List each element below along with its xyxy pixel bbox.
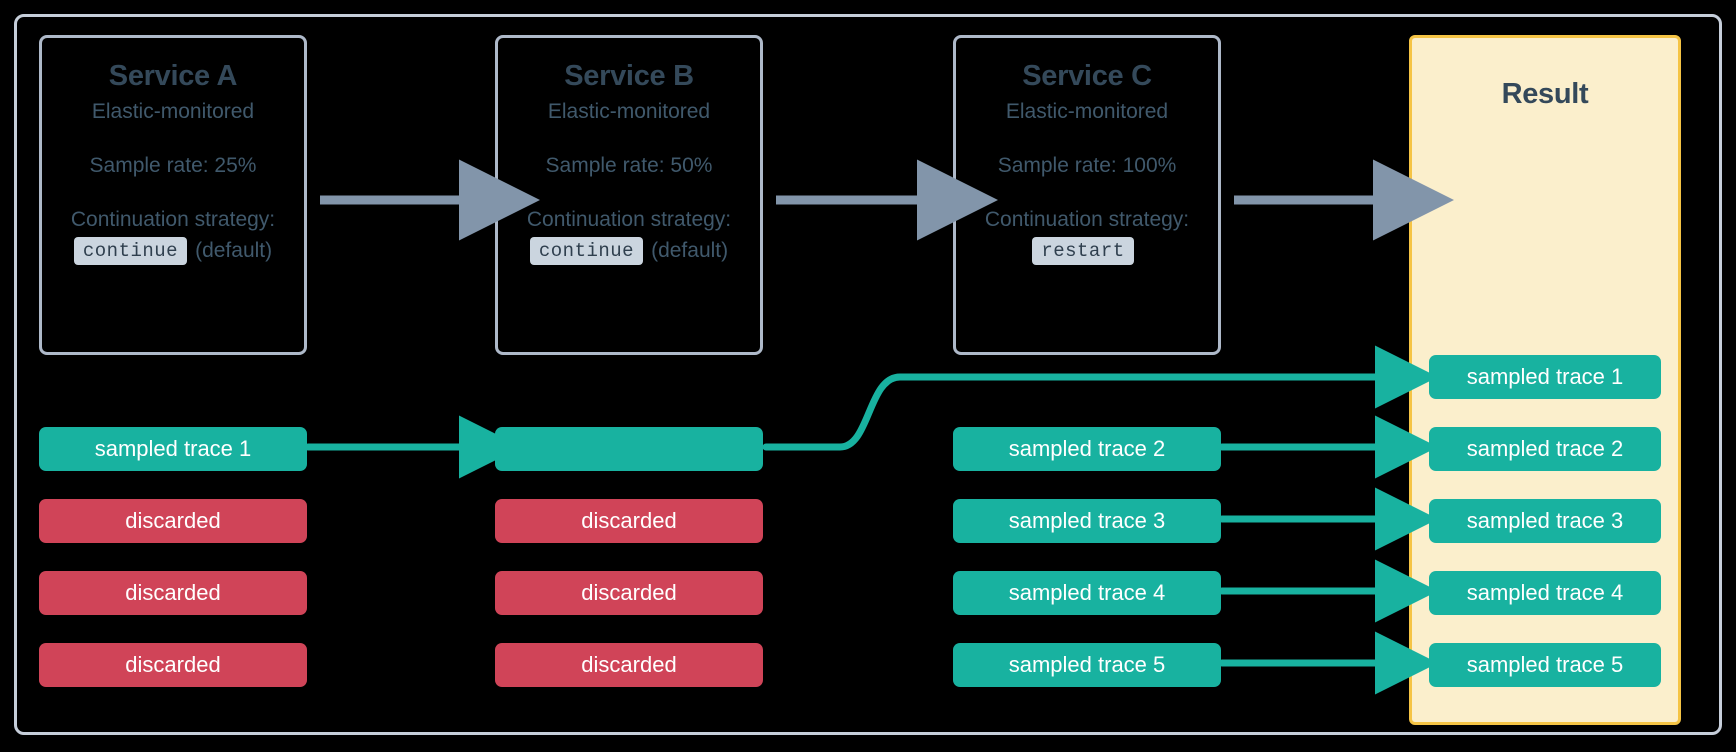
- result-chip-4[interactable]: sampled trace 4: [1429, 571, 1661, 615]
- service-a-monitored: Elastic-monitored: [91, 100, 255, 124]
- service-b-title: Service B: [564, 60, 694, 92]
- trace-chip-c-3[interactable]: sampled trace 3: [953, 499, 1221, 543]
- service-b-strategy-row: continue (default): [498, 237, 760, 266]
- trace-chip-a-1[interactable]: sampled trace 1: [39, 427, 307, 471]
- service-c-monitored: Elastic-monitored: [1005, 100, 1169, 124]
- trace-chip-b-2[interactable]: discarded: [495, 499, 763, 543]
- trace-chip-c-5[interactable]: sampled trace 5: [953, 643, 1221, 687]
- service-c-title: Service C: [1022, 60, 1152, 92]
- service-c-strategy-label: Continuation strategy:: [984, 207, 1190, 231]
- service-card-a: Service A Elastic-monitored Sample rate:…: [39, 35, 307, 355]
- service-a-sample-rate: Sample rate: 25%: [89, 153, 257, 177]
- service-b-strategy-note: (default): [651, 239, 729, 263]
- service-a-strategy-note: (default): [195, 239, 273, 263]
- trace-chip-c-2[interactable]: sampled trace 2: [953, 427, 1221, 471]
- service-a-strategy-label: Continuation strategy:: [70, 207, 276, 231]
- trace-chip-c-4[interactable]: sampled trace 4: [953, 571, 1221, 615]
- trace-chip-a-4[interactable]: discarded: [39, 643, 307, 687]
- service-a-strategy-row: continue (default): [42, 237, 304, 266]
- result-chip-5[interactable]: sampled trace 5: [1429, 643, 1661, 687]
- service-b-strategy-label: Continuation strategy:: [526, 207, 732, 231]
- service-b-strategy-code: continue: [529, 237, 644, 266]
- service-c-sample-rate: Sample rate: 100%: [997, 153, 1177, 177]
- diagram-canvas: Service A Elastic-monitored Sample rate:…: [14, 14, 1722, 735]
- service-card-c: Service C Elastic-monitored Sample rate:…: [953, 35, 1221, 355]
- service-c-strategy-code: restart: [1032, 237, 1134, 266]
- result-title: Result: [1501, 78, 1589, 110]
- trace-chip-b-1[interactable]: [495, 427, 763, 471]
- trace-chip-b-4[interactable]: discarded: [495, 643, 763, 687]
- service-b-sample-rate: Sample rate: 50%: [545, 153, 713, 177]
- result-chip-3[interactable]: sampled trace 3: [1429, 499, 1661, 543]
- trace-chip-a-2[interactable]: discarded: [39, 499, 307, 543]
- result-chip-2[interactable]: sampled trace 2: [1429, 427, 1661, 471]
- service-a-title: Service A: [108, 60, 238, 92]
- result-chip-1[interactable]: sampled trace 1: [1429, 355, 1661, 399]
- trace-chip-b-3[interactable]: discarded: [495, 571, 763, 615]
- service-card-b: Service B Elastic-monitored Sample rate:…: [495, 35, 763, 355]
- service-a-strategy-code: continue: [73, 237, 188, 266]
- service-c-strategy-row: restart: [956, 237, 1218, 266]
- trace-chip-a-3[interactable]: discarded: [39, 571, 307, 615]
- service-b-monitored: Elastic-monitored: [547, 100, 711, 124]
